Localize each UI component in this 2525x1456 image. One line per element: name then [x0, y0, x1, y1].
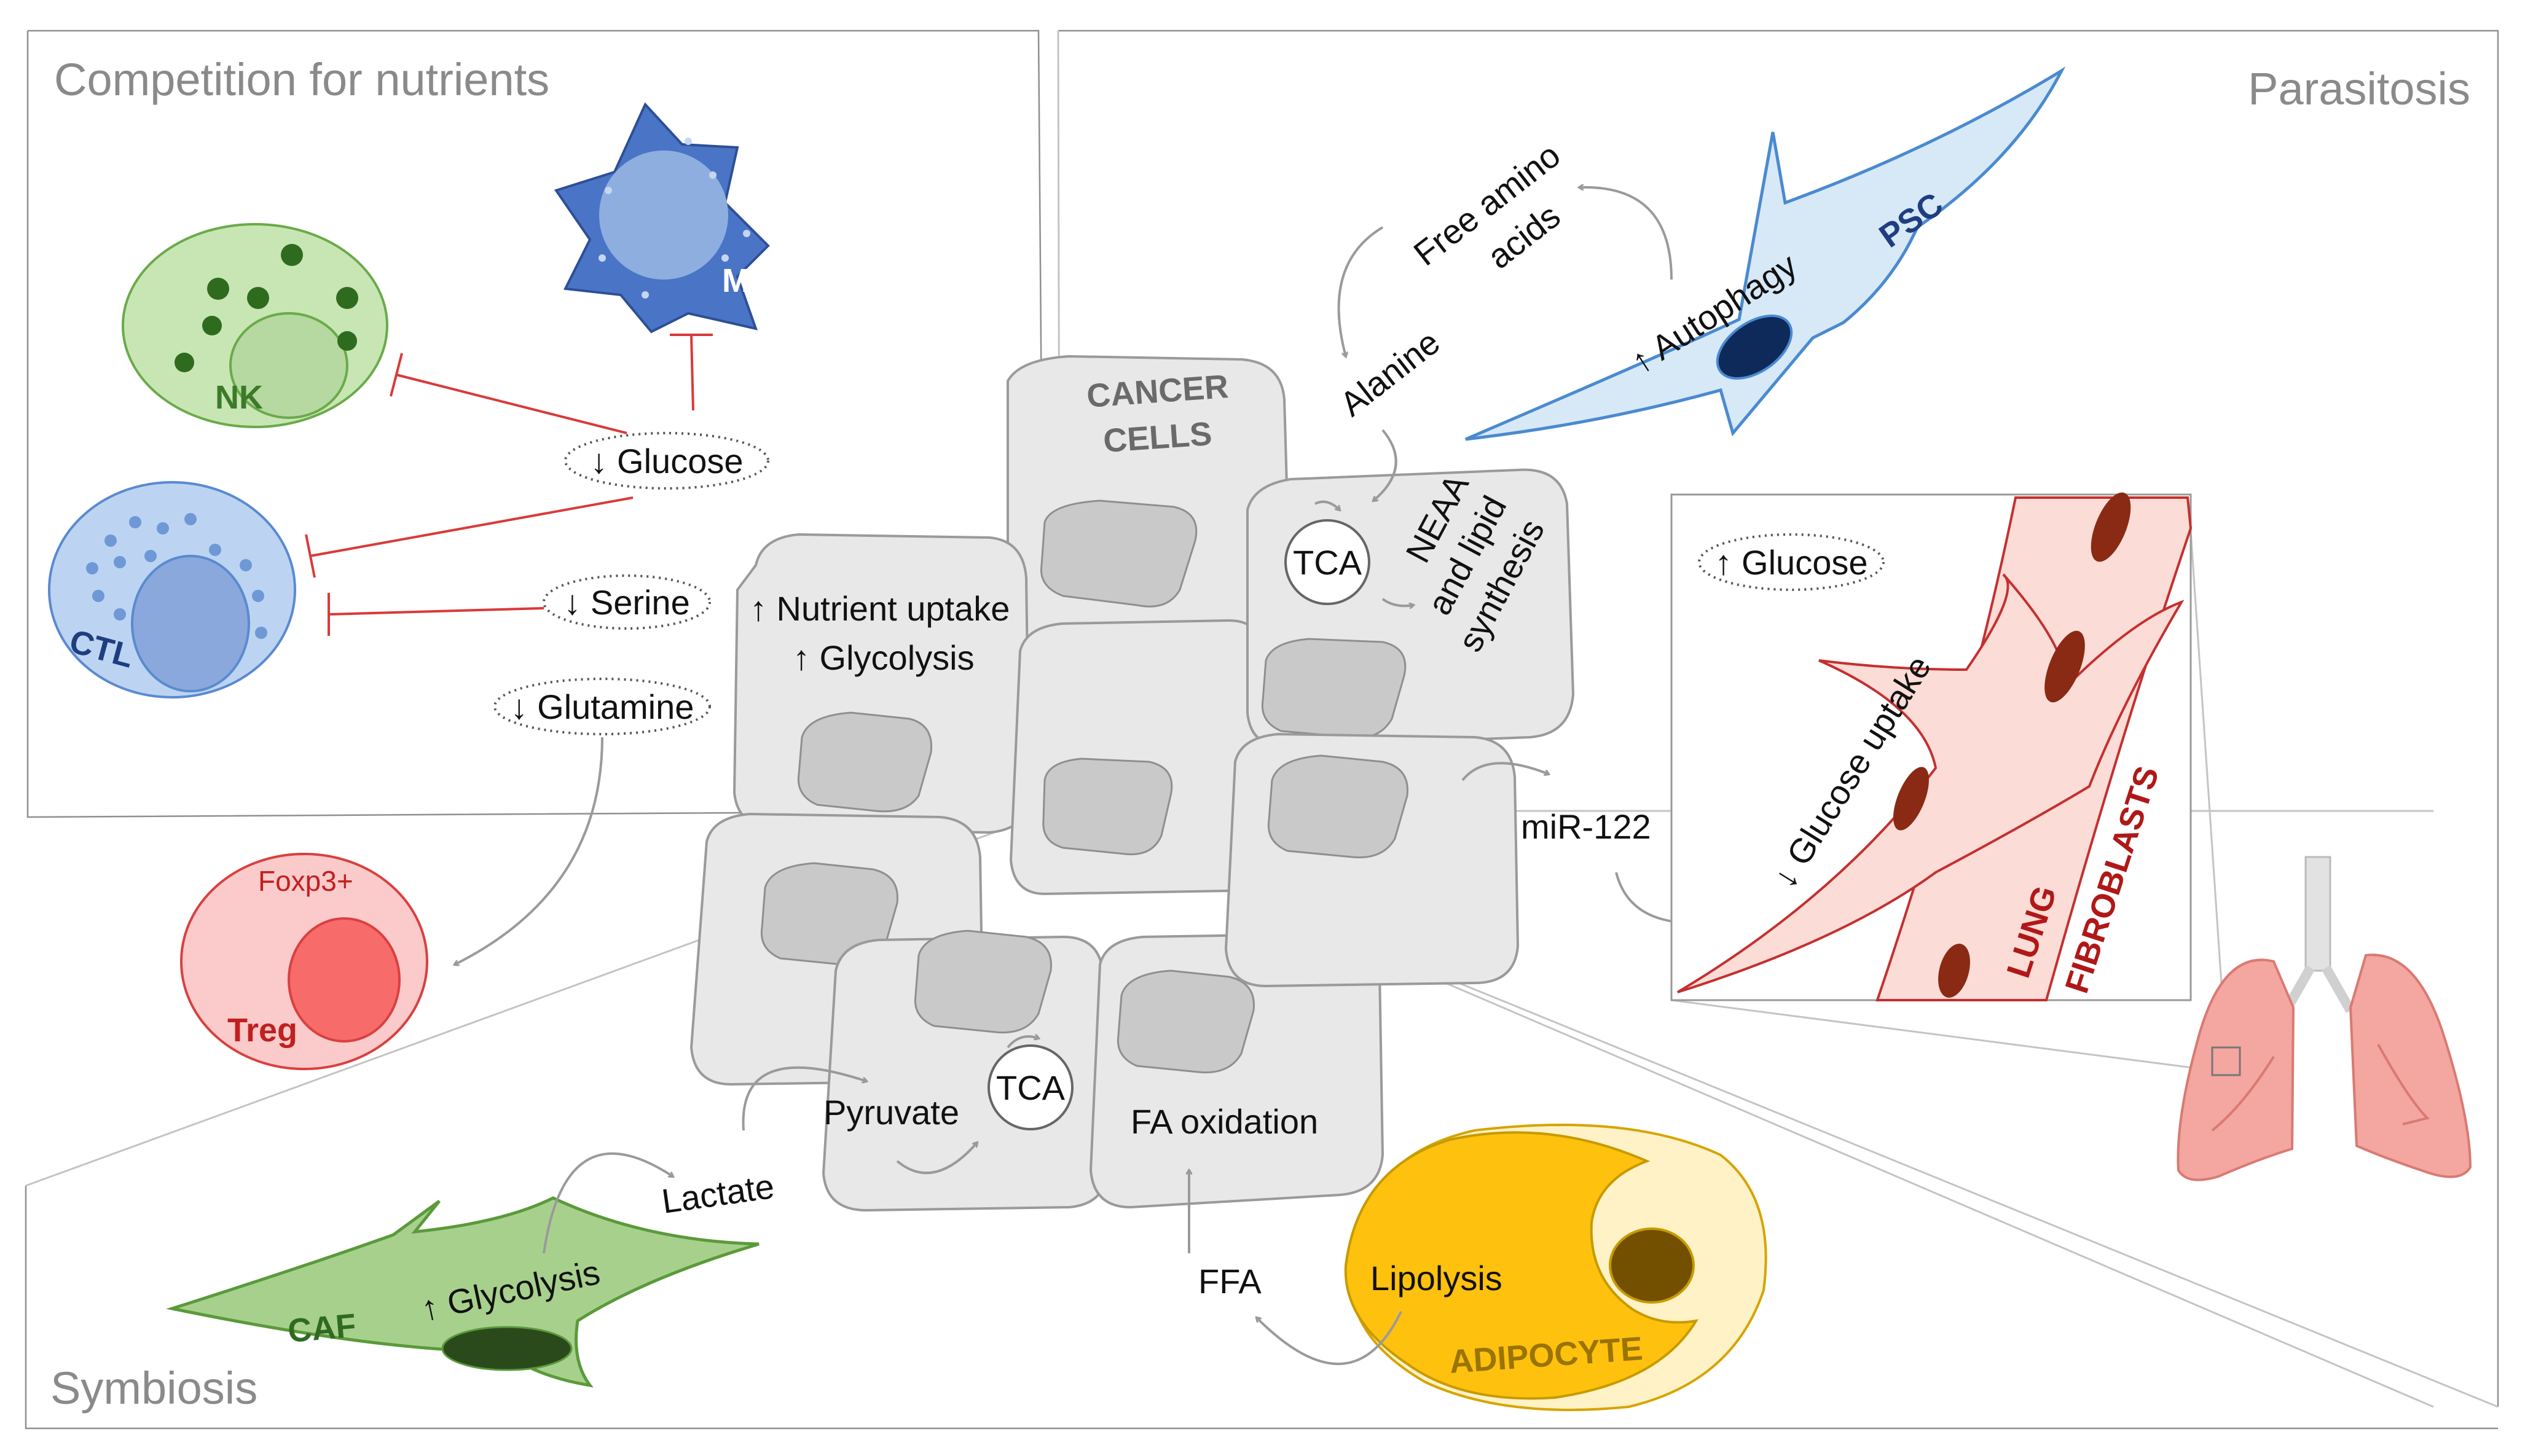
- cancer-cell: [760, 862, 898, 966]
- psc-amino-arrow: [1579, 187, 1673, 280]
- symbiosis-panel-border: [25, 1186, 2498, 1430]
- tca-cycle-circle: [1284, 519, 1370, 605]
- glucose-depletion-label: ↓ Glucose: [591, 442, 744, 480]
- glycolysis-label: ↑ Glycolysis: [793, 638, 975, 677]
- lipolysis-ffa-arrow: [1257, 1311, 1402, 1366]
- tca-arrow: [1314, 500, 1340, 510]
- alanine-label: Alanine: [1333, 323, 1447, 424]
- treg-label: Treg: [227, 1012, 297, 1049]
- lactate-label: Lactate: [659, 1167, 777, 1221]
- treg-cell: Foxp3+ Treg: [180, 853, 428, 1070]
- tca-label: TCA: [1293, 543, 1362, 582]
- competition-panel-title: Competition for nutrients: [54, 54, 549, 105]
- ctl-cell: CTL: [48, 481, 296, 699]
- glucose-high-oval: [1698, 533, 1885, 591]
- mir122-label: miR-122: [1521, 807, 1651, 846]
- tca-cycle-circle: [988, 1044, 1074, 1130]
- inhibition-lines: [305, 334, 713, 636]
- glutamine-depletion-label: ↓ Glutamine: [511, 687, 694, 726]
- caf-lactate-arrow: [543, 1152, 673, 1254]
- glucose-high-label: ↑ Glucose: [1715, 543, 1868, 582]
- parasitosis-panel-border: [1058, 29, 2499, 1407]
- caf-label: CAF: [286, 1307, 358, 1350]
- cancer-cell: [1042, 757, 1173, 856]
- cancer-cell: [1040, 499, 1198, 608]
- ffa-label: FFA: [1198, 1262, 1262, 1301]
- amino-alanine-arrow: [1337, 226, 1384, 356]
- serine-depletion-oval: [543, 574, 711, 630]
- cancer-cell-cluster: CANCER CELLS ↑ Nutrient uptake ↑ Glycoly…: [689, 354, 1575, 1212]
- m1-macrophage: M1: [554, 102, 770, 334]
- adipocyte-cell: Lipolysis ADIPOCYTE: [1344, 1124, 1767, 1411]
- tca-label: TCA: [996, 1068, 1066, 1107]
- glutamine-depletion-oval: [493, 678, 711, 735]
- cancer-cell: [1261, 638, 1407, 739]
- psc-cell: ↑ Autophagy PSC: [1465, 66, 2066, 441]
- caf-cell: CAF ↑ Glycolysis: [166, 1196, 760, 1388]
- nutrient-uptake-label: ↑ Nutrient uptake: [750, 589, 1010, 628]
- lung-zoom-line: [2188, 503, 2227, 1048]
- treg-marker-label: Foxp3+: [258, 865, 353, 897]
- symbiosis-panel-title: Symbiosis: [50, 1363, 257, 1414]
- cancer-cell: [914, 930, 1052, 1034]
- lungs-illustration: [2177, 856, 2472, 1181]
- lung-zoom-line: [1671, 999, 2226, 1073]
- parasitosis-panel-title: Parasitosis: [2248, 63, 2470, 114]
- cancer-mir122-arrow: [1461, 762, 1549, 781]
- nk-label: NK: [215, 379, 263, 416]
- lung-zoom-box: [2211, 1046, 2241, 1076]
- pyruvate-label: Pyruvate: [823, 1093, 959, 1132]
- pyruvate-tca-arrow: [896, 1143, 977, 1175]
- glutamine-treg-arrow: [455, 737, 603, 965]
- lung-fibroblast-inset: ↑ Glucose ↓ Glucose uptake LUNG FIBROBLA…: [1670, 492, 2193, 1001]
- fa-oxidation-label: FA oxidation: [1131, 1102, 1318, 1141]
- cancer-cell: [1267, 754, 1408, 859]
- lipolysis-label: Lipolysis: [1370, 1259, 1502, 1297]
- lactate-pyruvate-arrow: [742, 1066, 866, 1131]
- m1-label: M1: [722, 262, 768, 299]
- glucose-depletion-oval: [564, 432, 769, 490]
- nk-cell: NK: [122, 223, 388, 428]
- cancer-cell: [1117, 969, 1255, 1074]
- cancer-cell: [797, 711, 933, 813]
- alanine-tca-arrow: [1373, 429, 1397, 501]
- tca-arrow: [1381, 598, 1413, 606]
- serine-depletion-label: ↓ Serine: [564, 583, 689, 622]
- cancer-cells-title: CELLS: [1102, 415, 1213, 460]
- tca-arrow: [1007, 1036, 1039, 1049]
